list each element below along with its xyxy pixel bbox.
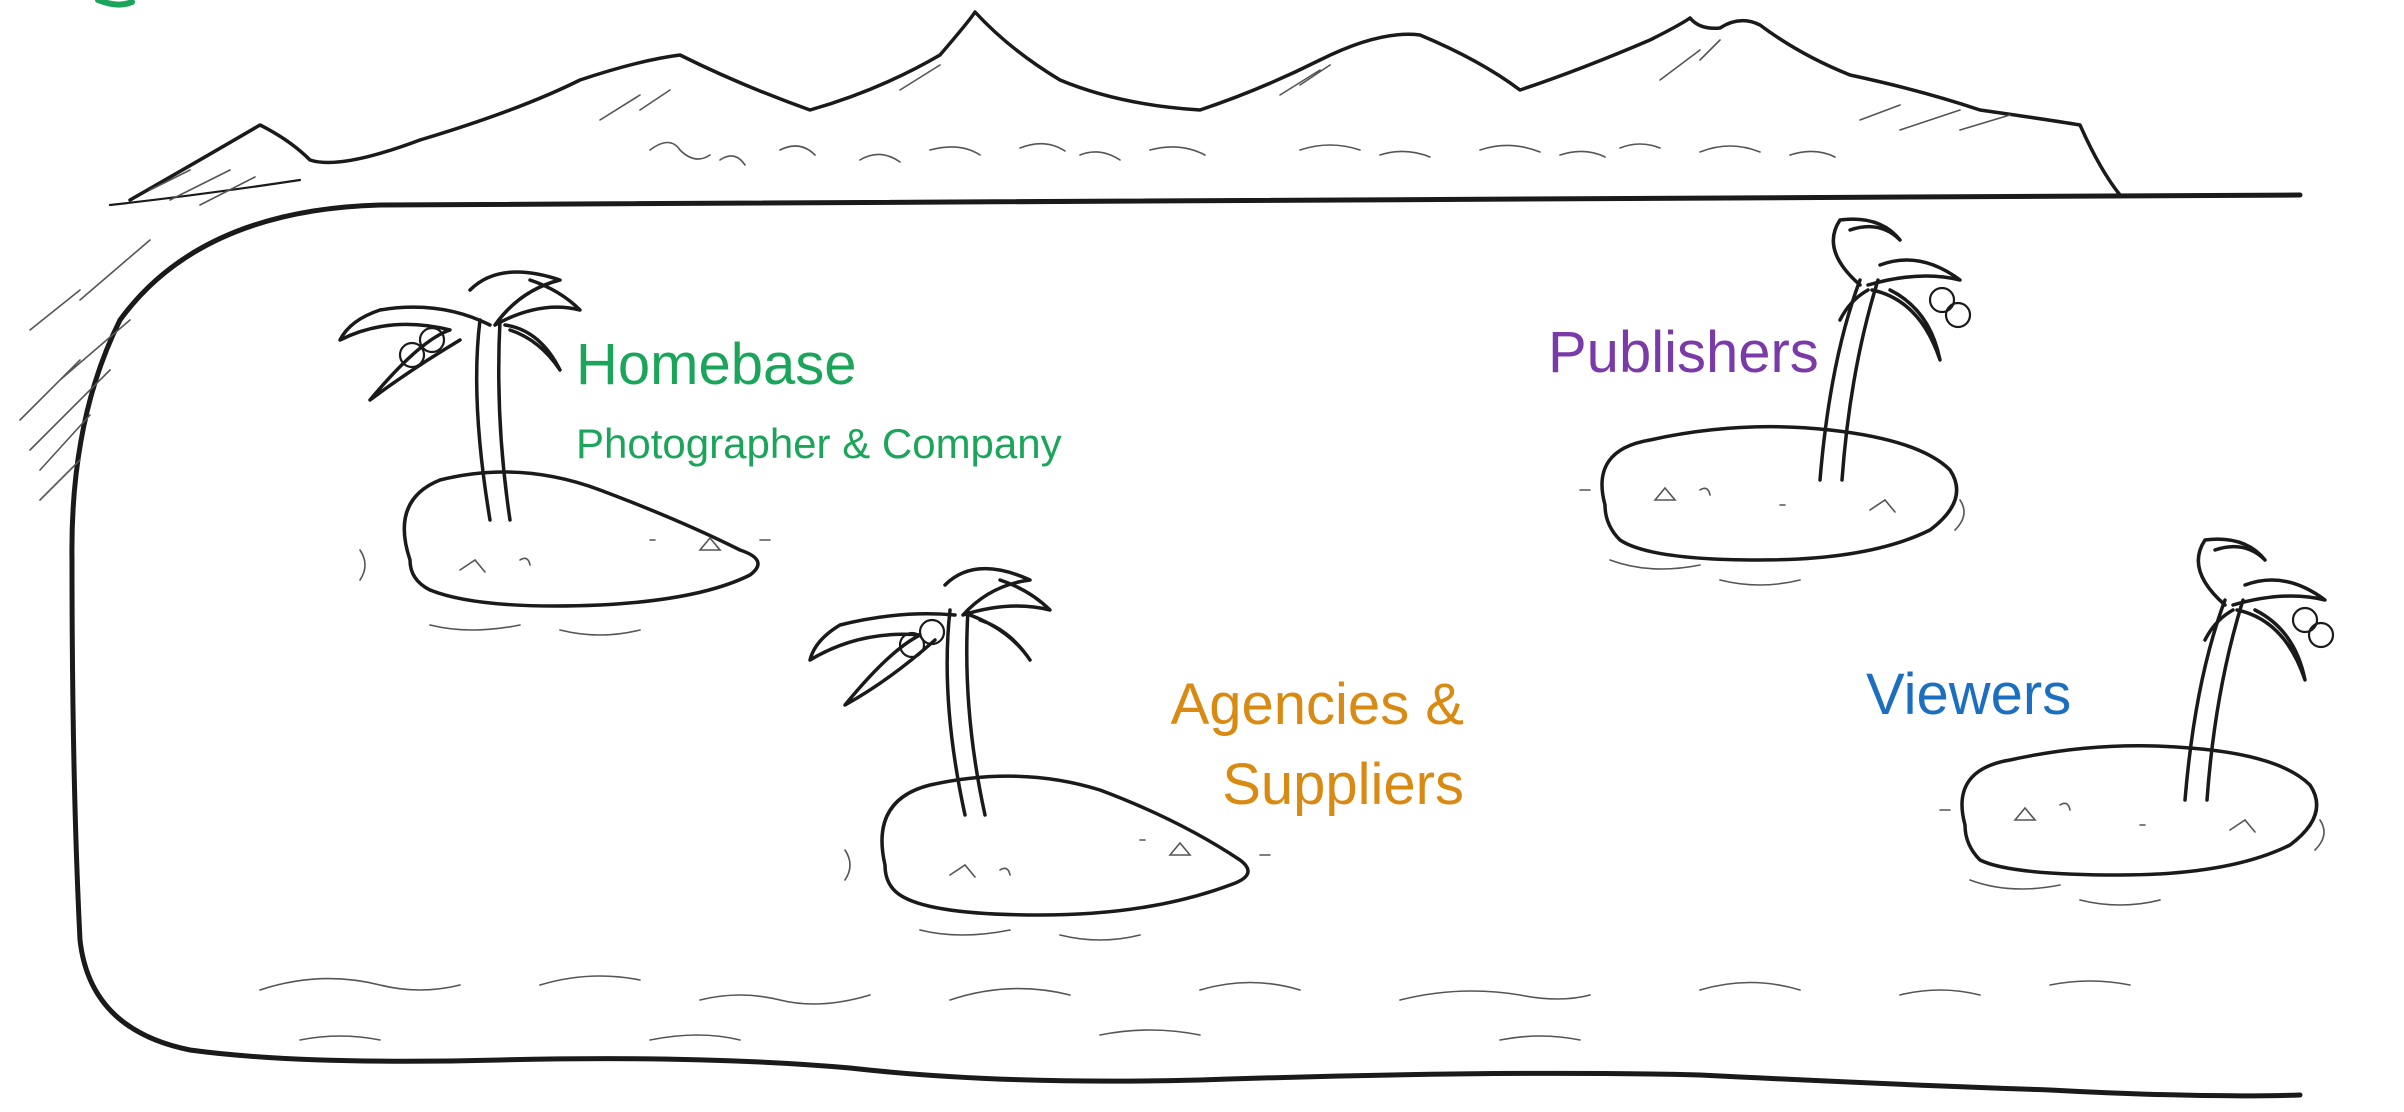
sea-outline (69, 192, 2303, 1099)
agencies-label: Agencies & Suppliers (1171, 665, 1464, 825)
mountain-range-icon (108, 10, 2122, 207)
agencies-label-line2: Suppliers (1222, 752, 1464, 818)
homebase-island-icon (338, 270, 771, 636)
agencies-island-icon (808, 567, 1271, 941)
corner-mark-icon (95, 0, 135, 8)
viewers-island-icon (1939, 537, 2335, 906)
homebase-title: Homebase (576, 332, 857, 397)
publishers-island-icon (1579, 217, 1972, 586)
homebase-subtitle: Photographer & Company (576, 420, 1062, 467)
viewers-label: Viewers (1866, 662, 2072, 727)
agencies-label-line1: Agencies & (1170, 672, 1464, 737)
publishers-label: Publishers (1548, 320, 1819, 385)
